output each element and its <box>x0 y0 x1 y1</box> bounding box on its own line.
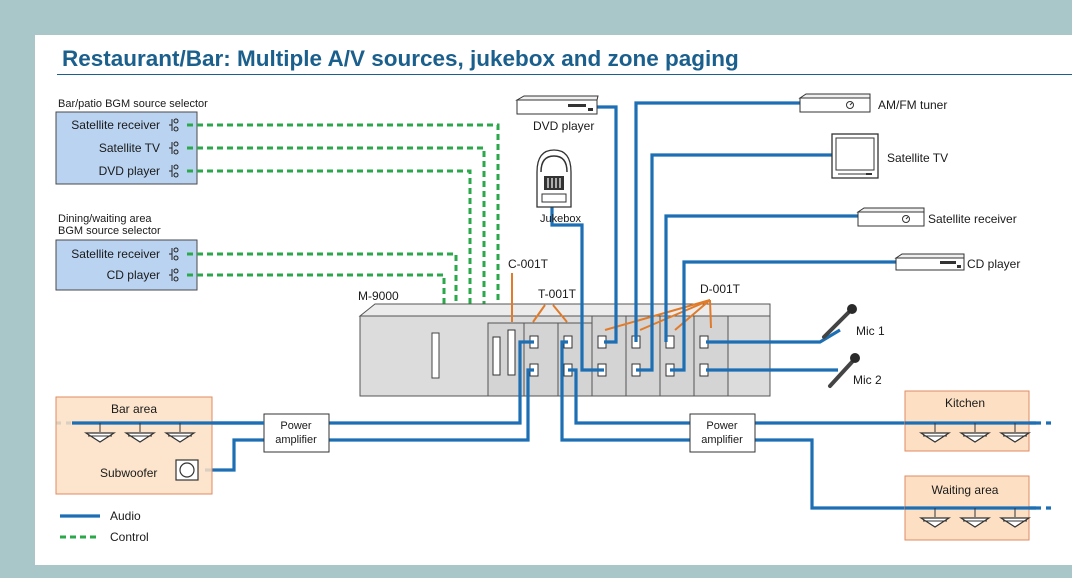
dvd-player-icon <box>515 95 599 115</box>
bar-selector-label: Bar/patio BGM source selector <box>58 98 208 110</box>
amplifier-label-line1: Power <box>706 420 738 432</box>
diagram-title: Restaurant/Bar: Multiple A/V sources, ju… <box>62 46 739 71</box>
satellite-receiver-icon <box>856 207 925 227</box>
dining-selector-panel <box>55 239 198 291</box>
power-amplifier-left <box>263 413 330 453</box>
module-t001t-1 <box>523 322 559 397</box>
tuner-icon <box>798 93 871 113</box>
module-label-t001t: T-001T <box>538 287 577 301</box>
module-d001t-4 <box>693 315 729 397</box>
satellite-tv-label: Satellite TV <box>887 151 948 165</box>
subwoofer-icon <box>175 459 199 481</box>
cd-player-label: CD player <box>967 257 1020 271</box>
cd-player-icon <box>894 253 965 271</box>
subwoofer-label: Subwoofer <box>100 466 157 480</box>
zone-kitchen <box>904 390 1030 452</box>
mic2-label: Mic 2 <box>853 373 882 387</box>
dining-selector-item: CD player <box>107 268 160 282</box>
microphone-icon <box>828 353 860 388</box>
mixer-slot <box>431 332 440 379</box>
zone-bar-label: Bar area <box>111 402 157 416</box>
microphone-icon <box>822 304 857 339</box>
amplifier-label-line2: amplifier <box>275 434 317 446</box>
power-amplifier-right <box>689 413 756 453</box>
module-label-d001t: D-001T <box>700 282 741 296</box>
amplifier-label-line2: amplifier <box>701 434 743 446</box>
dvd-player-label: DVD player <box>533 119 594 133</box>
tuner-label: AM/FM tuner <box>878 98 947 112</box>
legend-control-label: Control <box>110 530 149 544</box>
bar-selector-item: Satellite TV <box>99 141 160 155</box>
amplifier-label-line1: Power <box>280 420 312 432</box>
satellite-receiver-label: Satellite receiver <box>928 212 1017 226</box>
bar-selector-panel <box>55 111 198 185</box>
jukebox-label: Jukebox <box>540 213 581 225</box>
module-d001t-2 <box>625 315 661 397</box>
zone-kitchen-label: Kitchen <box>945 396 985 410</box>
dining-selector-label-line1: Dining/waiting area <box>58 213 152 225</box>
dining-selector-item: Satellite receiver <box>71 247 160 261</box>
legend-audio-label: Audio <box>110 509 141 523</box>
mic1-label: Mic 1 <box>856 324 885 338</box>
dining-selector-label-line2: BGM source selector <box>58 225 161 237</box>
module-label-c001t: C-001T <box>508 257 549 271</box>
bar-selector-item: DVD player <box>99 164 160 178</box>
jukebox-icon <box>536 149 572 208</box>
satellite-tv-icon <box>831 133 879 179</box>
zone-waiting-label: Waiting area <box>932 483 999 497</box>
bar-selector-item: Satellite receiver <box>71 118 160 132</box>
title-rule <box>57 74 1072 75</box>
mixer-label: M-9000 <box>358 289 399 303</box>
